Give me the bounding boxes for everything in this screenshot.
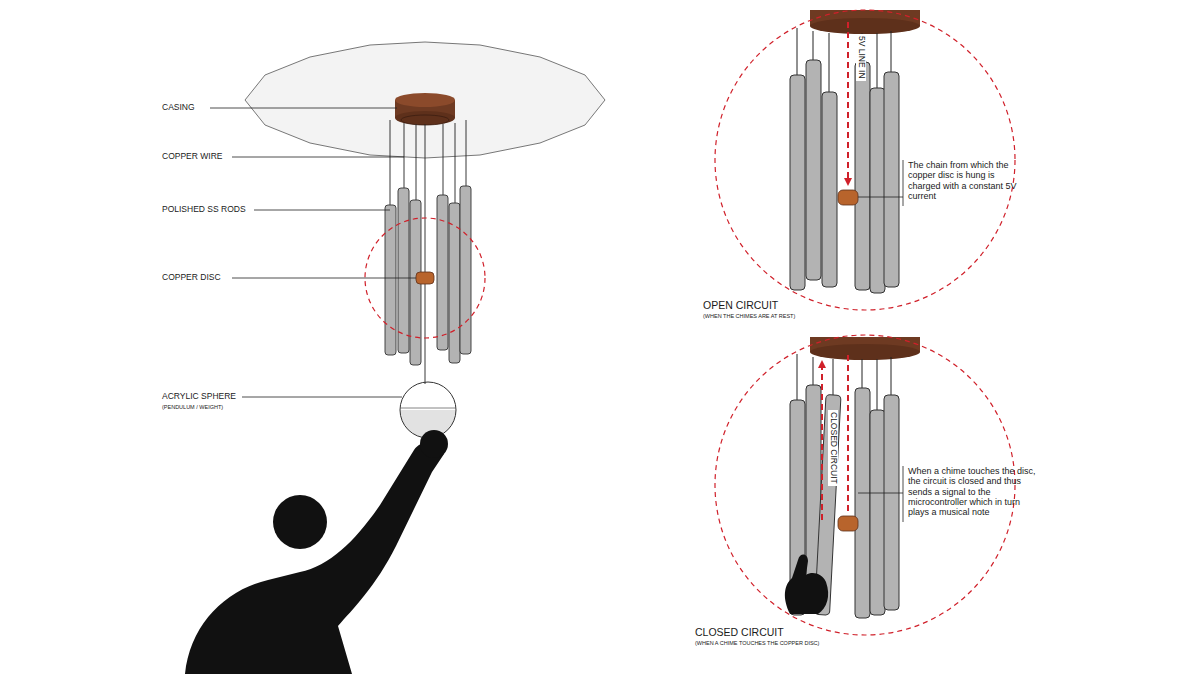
rod (870, 88, 885, 293)
wire (813, 357, 814, 385)
part-label: ACRYLIC SPHERE (162, 392, 236, 402)
signal-label: CLOSED CIRCUIT (828, 410, 838, 486)
part-label: COPPER WIRE (162, 152, 222, 162)
leader-line (210, 108, 397, 109)
leader-line (254, 210, 390, 211)
bracket-line (903, 466, 904, 522)
current-arrow (847, 22, 849, 184)
wire (466, 120, 467, 186)
rod (385, 205, 396, 355)
head (273, 495, 327, 549)
wire (455, 123, 456, 203)
wire (797, 354, 798, 400)
casing-bottom (810, 344, 920, 360)
return-arrow (821, 362, 823, 520)
person-silhouette (185, 430, 448, 674)
rod (822, 92, 837, 287)
leader-line (858, 493, 903, 494)
fist (420, 430, 448, 458)
wire (833, 359, 834, 395)
part-sublabel: (PENDULUM / WEIGHT) (162, 404, 223, 410)
copper-disc (838, 516, 858, 531)
casing-ring (401, 115, 449, 125)
wire (877, 33, 878, 88)
leader-line (858, 197, 903, 198)
signal-label: 5V LINE IN (856, 34, 866, 81)
view-subheading: (WHEN THE CHIMES ARE AT REST) (703, 313, 795, 319)
casing-bottom (810, 18, 920, 34)
wire (829, 33, 830, 92)
hand-silhouette (785, 554, 828, 614)
casing-top (395, 93, 455, 107)
rod (884, 395, 899, 610)
part-label: COPPER DISC (162, 273, 221, 283)
current-line (847, 355, 849, 515)
copper-disc (416, 272, 434, 284)
rod (790, 75, 805, 290)
view-subheading: (WHEN A CHIME TOUCHES THE COPPER DISC) (695, 640, 819, 646)
wire (425, 124, 426, 384)
rod (460, 186, 471, 354)
sphere-outline (400, 382, 456, 438)
note-text: The chain from which the copper disc is … (908, 160, 1026, 201)
wire (416, 124, 417, 200)
casing (395, 93, 455, 125)
bracket-line (903, 160, 904, 206)
leader-lines (210, 108, 416, 397)
copper-wires (390, 120, 466, 384)
part-label: POLISHED SS RODS (162, 205, 246, 215)
rod (870, 410, 885, 615)
casing-bottom (395, 111, 455, 125)
body (185, 442, 444, 674)
rod (449, 203, 460, 363)
view-heading: OPEN CIRCUIT (703, 299, 778, 311)
note-text: When a chime touches the disc, the circu… (908, 466, 1036, 518)
wire (891, 357, 892, 395)
rod (855, 62, 870, 290)
wire (891, 31, 892, 72)
wire (797, 28, 798, 75)
rod (806, 60, 821, 280)
wire (813, 31, 814, 60)
part-label: CASING (162, 103, 195, 113)
sphere-seam (400, 408, 456, 409)
wire (443, 124, 444, 195)
rod (855, 388, 870, 618)
acrylic-sphere (400, 382, 456, 438)
ss-rods (790, 60, 899, 293)
view-heading: CLOSED CIRCUIT (695, 626, 784, 638)
leader-line (232, 278, 416, 279)
wire (404, 123, 405, 188)
wire (862, 359, 863, 388)
wire (877, 359, 878, 410)
wire (390, 120, 391, 205)
rod (398, 188, 409, 353)
leader-line (232, 157, 404, 158)
rod (437, 195, 448, 350)
leader-line (242, 397, 402, 398)
rod (884, 72, 899, 287)
copper-disc (838, 190, 858, 205)
